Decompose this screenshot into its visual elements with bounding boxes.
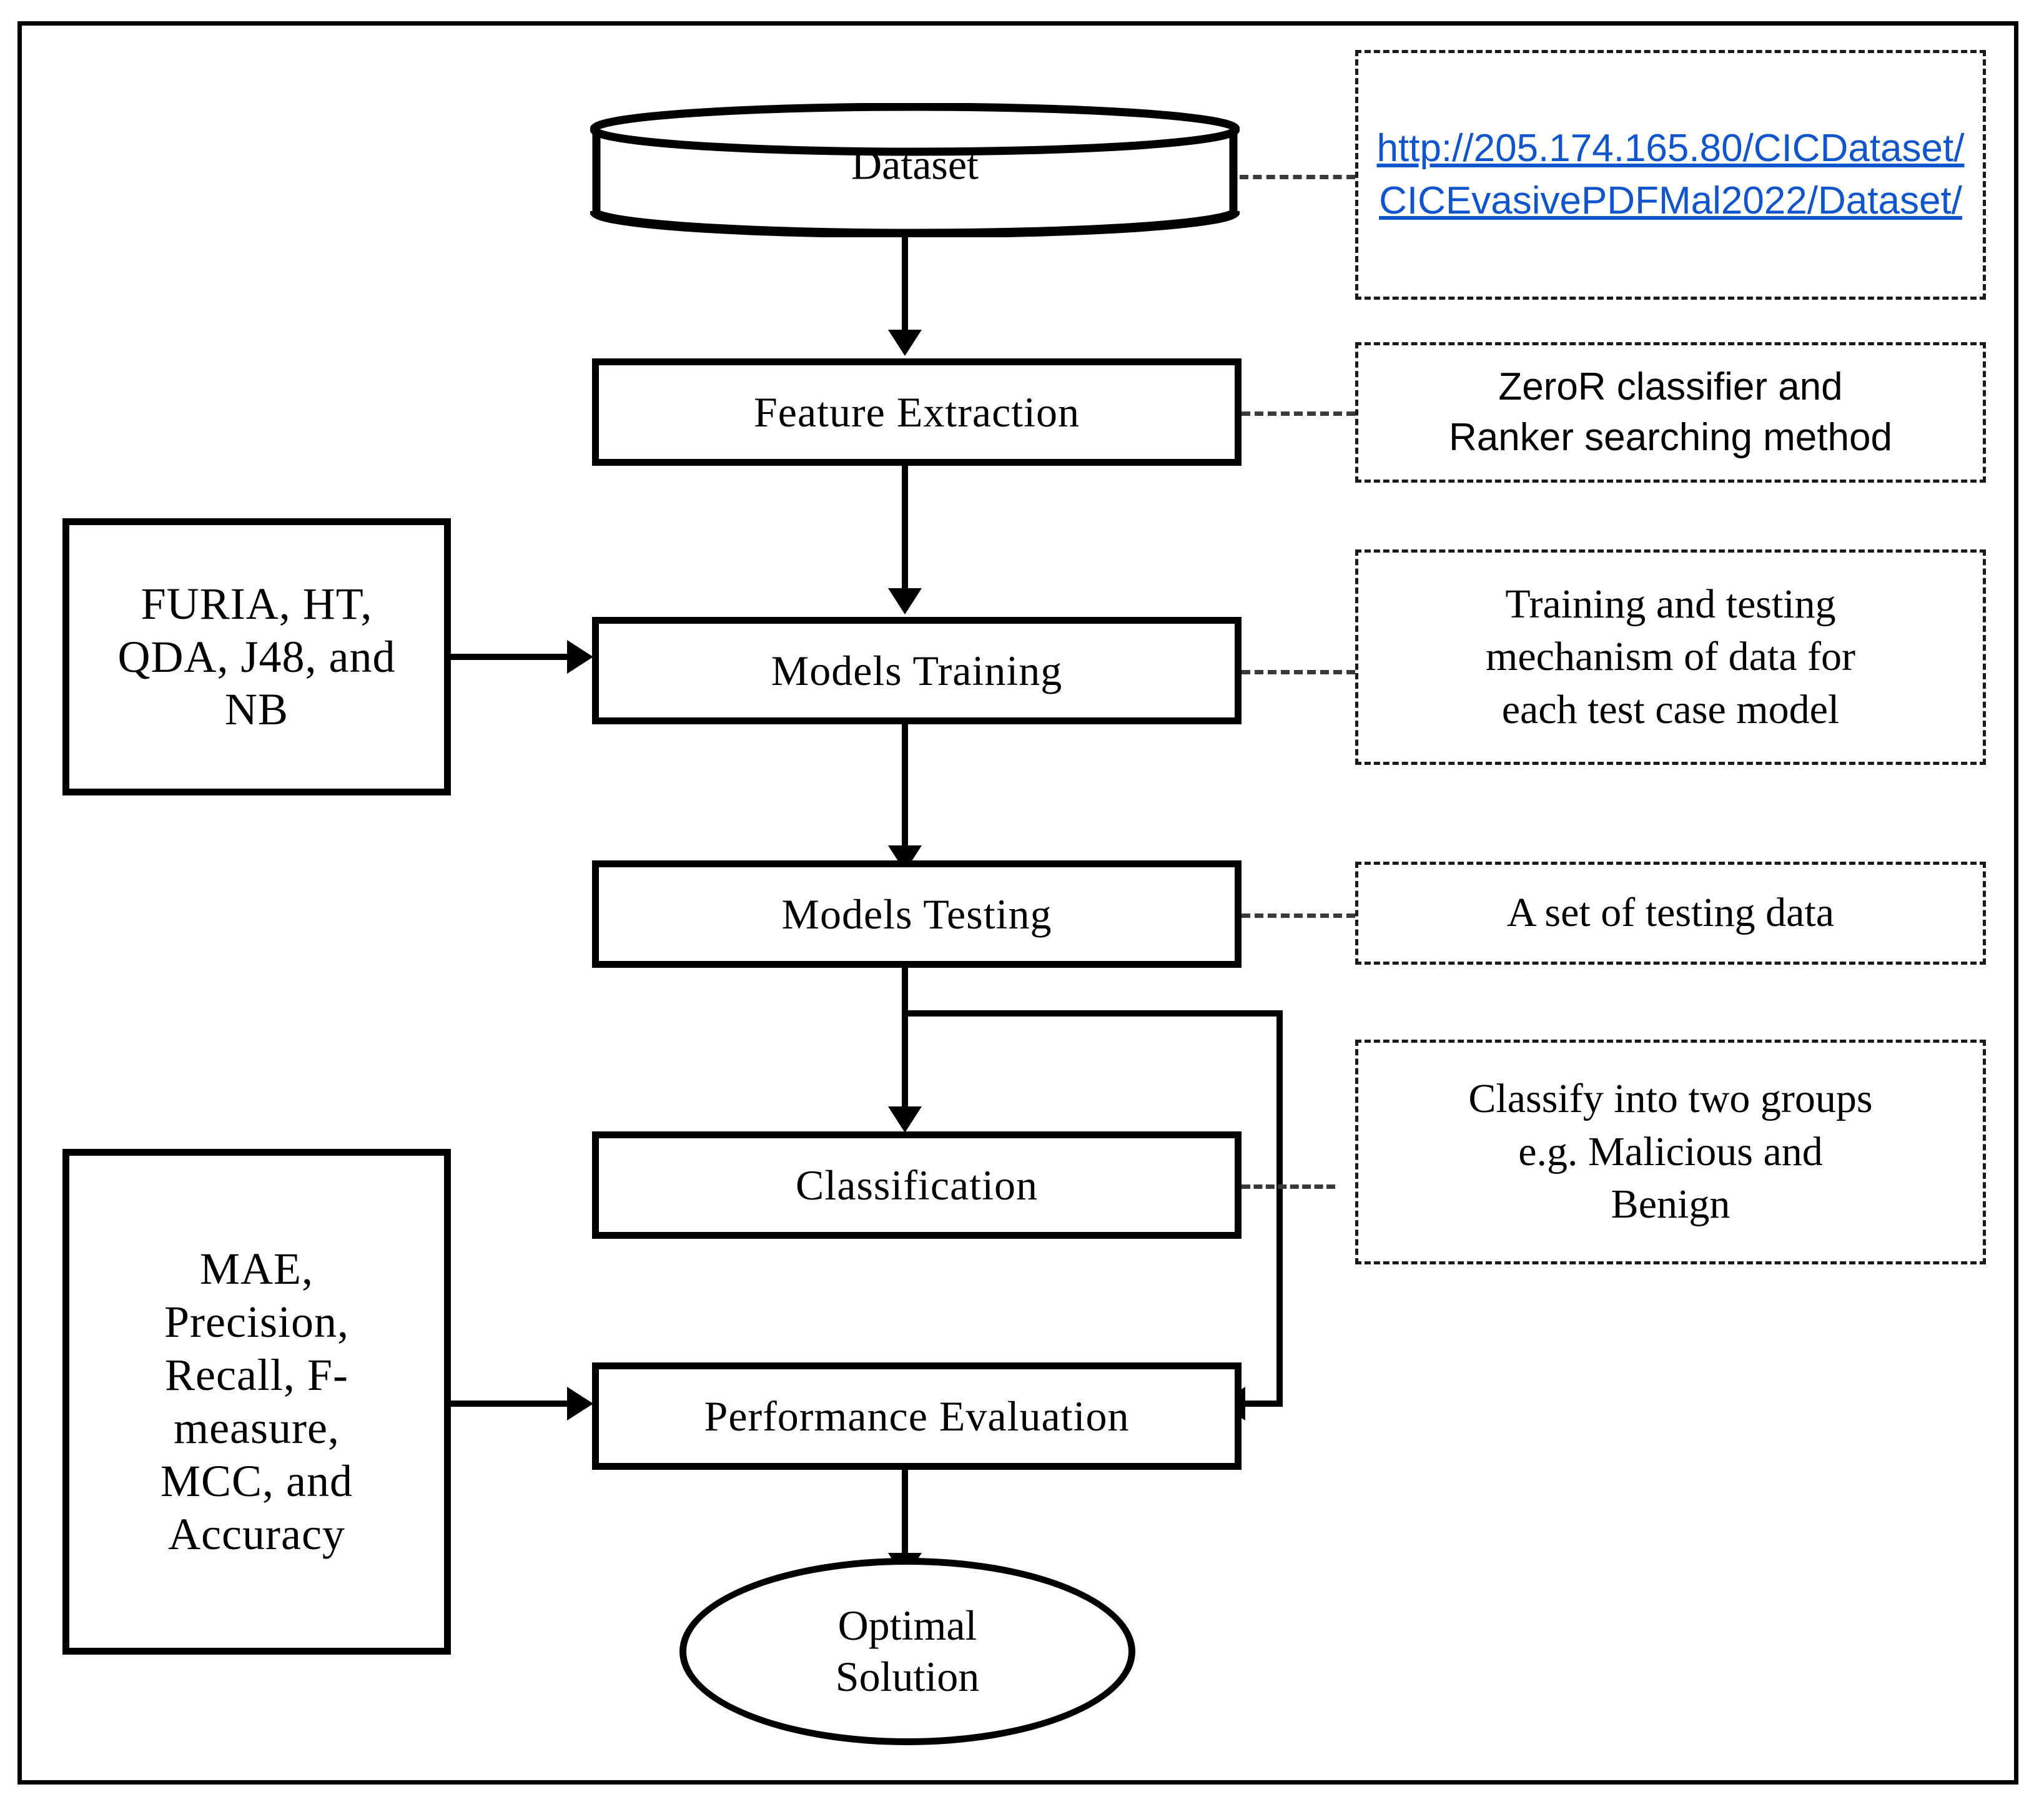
edge-metrics-to-performance-evaluation — [451, 1401, 570, 1407]
node-models-training: Models Training — [592, 617, 1242, 724]
dashed-connector-classification — [1242, 1184, 1335, 1189]
node-models-testing: Models Testing — [592, 860, 1242, 968]
dashed-connector-feature-extraction — [1242, 411, 1355, 416]
annotation-feature-extraction: ZeroR classifier and Ranker searching me… — [1355, 342, 1986, 483]
arrowhead-classification-in — [888, 1106, 922, 1133]
node-dataset: Dataset — [589, 102, 1241, 239]
input-algorithms-label: FURIA, HT, QDA, J48, and NB — [117, 578, 396, 735]
node-classification: Classification — [592, 1131, 1242, 1239]
arrowhead-models-training-in — [888, 588, 922, 614]
node-performance-evaluation: Performance Evaluation — [592, 1362, 1242, 1470]
annotation-feature-extraction-label: ZeroR classifier and Ranker searching me… — [1449, 365, 1892, 459]
edge-feature-extraction-to-models-training — [902, 466, 908, 591]
annotation-models-training: Training and testing mechanism of data f… — [1355, 549, 1986, 765]
edge-bypass-into-performance — [1243, 1401, 1283, 1407]
edge-bypass-horizontal — [902, 1010, 1283, 1017]
input-algorithms: FURIA, HT, QDA, J48, and NB — [62, 518, 451, 795]
node-classification-label: Classification — [796, 1161, 1038, 1209]
annotation-dataset-url-label[interactable]: http://205.174.165.80/CICDataset/CICEvas… — [1376, 126, 1965, 222]
edge-algorithms-to-models-training — [451, 654, 570, 660]
annotation-classification: Classify into two groups e.g. Malicious … — [1355, 1040, 1986, 1264]
dashed-connector-models-testing — [1242, 913, 1355, 918]
node-dataset-label: Dataset — [851, 140, 979, 189]
arrowhead-performance-evaluation-left-in — [567, 1387, 593, 1421]
node-optimal-solution: Optimal Solution — [679, 1558, 1135, 1745]
node-optimal-solution-label: Optimal Solution — [835, 1602, 980, 1700]
figure-border — [17, 21, 2018, 1785]
edge-models-training-to-models-testing — [902, 724, 908, 849]
node-models-testing-label: Models Testing — [781, 890, 1052, 938]
node-performance-evaluation-label: Performance Evaluation — [704, 1392, 1130, 1440]
annotation-dataset-url[interactable]: http://205.174.165.80/CICDataset/CICEvas… — [1355, 50, 1986, 300]
annotation-models-training-label: Training and testing mechanism of data f… — [1486, 581, 1855, 732]
edge-performance-evaluation-to-optimal-solution — [902, 1470, 908, 1557]
arrowhead-feature-extraction-in — [888, 330, 922, 356]
edge-bypass-vertical — [1276, 1010, 1283, 1404]
annotation-classification-label: Classify into two groups e.g. Malicious … — [1468, 1076, 1873, 1228]
cylinder-shape — [589, 102, 1241, 239]
dashed-connector-dataset — [1240, 175, 1355, 179]
node-feature-extraction: Feature Extraction — [592, 358, 1242, 466]
edge-dataset-to-feature-extraction — [902, 232, 908, 332]
edge-models-testing-to-classification — [902, 968, 908, 1111]
annotation-models-testing-label: A set of testing data — [1506, 890, 1835, 936]
node-models-training-label: Models Training — [771, 646, 1063, 694]
annotation-models-testing: A set of testing data — [1355, 862, 1986, 965]
input-metrics: MAE, Precision, Recall, F- measure, MCC,… — [62, 1149, 451, 1655]
dashed-connector-models-training — [1242, 670, 1355, 674]
input-metrics-label: MAE, Precision, Recall, F- measure, MCC,… — [160, 1244, 353, 1559]
arrowhead-models-training-side-in — [567, 640, 593, 674]
node-feature-extraction-label: Feature Extraction — [753, 388, 1080, 436]
